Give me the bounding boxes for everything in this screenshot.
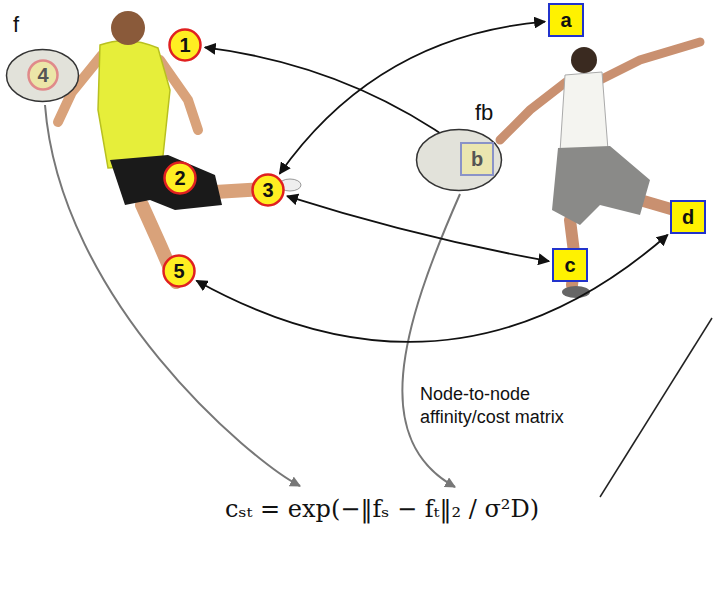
node-label: 1 xyxy=(168,28,202,62)
arm xyxy=(600,42,700,80)
point-circle: 3 xyxy=(251,173,285,207)
node-label: 3 xyxy=(251,173,285,207)
shorts xyxy=(552,146,650,225)
point-circle: 2 xyxy=(163,161,197,195)
point-square: a xyxy=(548,3,584,37)
correspondence-arrow xyxy=(280,22,545,174)
tank-top xyxy=(560,72,608,152)
point-circle: 4 xyxy=(27,59,59,91)
node-label: 5 xyxy=(162,254,196,288)
head xyxy=(111,11,145,45)
feature-label: f xyxy=(13,12,19,38)
node-label: d xyxy=(672,202,704,232)
leader-line xyxy=(600,318,712,497)
shoe xyxy=(562,286,590,298)
feature-ellipse: fbb xyxy=(415,128,503,192)
feature-arrow xyxy=(45,105,300,486)
point-square: b xyxy=(460,142,494,176)
node-label: c xyxy=(554,250,586,280)
shorts xyxy=(110,155,222,210)
shirt xyxy=(98,41,170,168)
point-circle: 1 xyxy=(168,28,202,62)
head xyxy=(571,47,597,73)
node-label: a xyxy=(550,5,582,35)
correspondence-arrow xyxy=(205,47,458,145)
ellipse-outline xyxy=(7,50,79,102)
formula: cₛₜ = exp(−‖fₛ − fₜ‖₂ / σ²D) xyxy=(225,495,539,524)
feature-label: fb xyxy=(475,100,493,126)
ellipse-outline xyxy=(417,130,502,191)
point-circle: 5 xyxy=(162,254,196,288)
feature-ellipse: f4 xyxy=(5,48,80,103)
point-square: d xyxy=(670,200,706,234)
annotation-text: Node-to-node affinity/cost matrix xyxy=(420,383,610,430)
correspondence-arrow xyxy=(197,235,668,342)
point-square: c xyxy=(552,248,588,282)
node-label: 4 xyxy=(27,59,59,91)
person-figure xyxy=(58,11,301,282)
correspondence-arrow xyxy=(287,196,549,261)
person-figure xyxy=(500,42,700,298)
node-label: 2 xyxy=(163,161,197,195)
node-label: b xyxy=(462,144,492,174)
arm xyxy=(500,82,566,140)
